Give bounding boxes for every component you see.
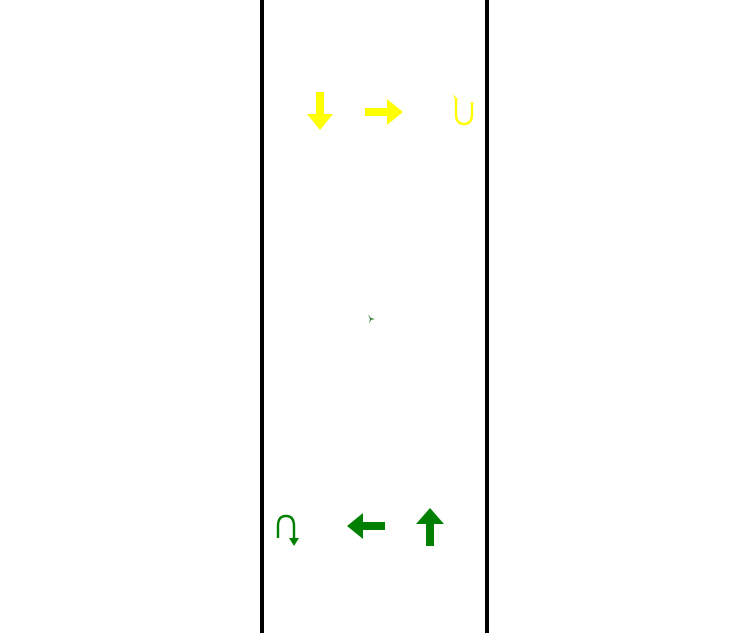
yellow-arrow-down-icon[interactable] bbox=[306, 92, 334, 130]
green-u-turn-icon[interactable] bbox=[275, 514, 301, 546]
green-arrow-left-icon[interactable] bbox=[347, 512, 385, 540]
player-marker-icon bbox=[367, 314, 376, 324]
right-wall bbox=[485, 0, 489, 633]
yellow-u-turn-icon[interactable] bbox=[452, 94, 476, 126]
left-wall bbox=[260, 0, 264, 633]
yellow-arrow-right-icon[interactable] bbox=[365, 98, 403, 126]
green-arrow-up-icon[interactable] bbox=[415, 508, 445, 546]
